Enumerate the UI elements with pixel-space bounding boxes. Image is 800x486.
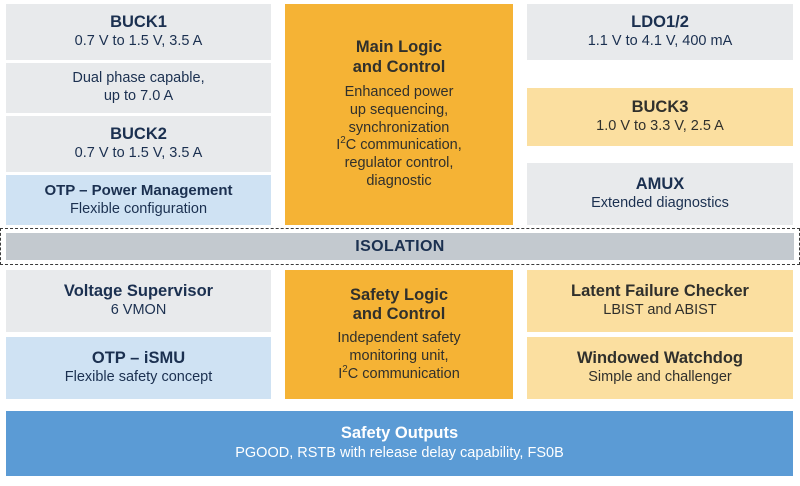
block-otp-power-management: OTP – Power Management Flexible configur… xyxy=(6,175,271,225)
otp-ismu-title: OTP – iSMU xyxy=(91,348,186,367)
safety-logic-sub-line-1: Independent safety xyxy=(337,330,461,347)
otp-power-management-title: OTP – Power Management xyxy=(44,181,233,199)
otp-ismu-subtitle: Flexible safety concept xyxy=(64,369,213,386)
block-otp-ismu: OTP – iSMU Flexible safety concept xyxy=(6,337,271,399)
ldo-title: LDO1/2 xyxy=(631,12,689,31)
block-voltage-supervisor: Voltage Supervisor 6 VMON xyxy=(6,270,271,332)
isolation-boundary: ISOLATION xyxy=(0,228,800,265)
block-latent-failure-checker: Latent Failure Checker LBIST and ABIST xyxy=(527,270,793,332)
block-dual-phase: Dual phase capable, up to 7.0 A xyxy=(6,63,271,113)
dual-phase-line-2: up to 7.0 A xyxy=(103,88,174,104)
block-buck3: BUCK3 1.0 V to 3.3 V, 2.5 A xyxy=(527,88,793,146)
windowed-watchdog-title: Windowed Watchdog xyxy=(576,348,744,367)
block-main-logic-and-control: Main Logic and Control Enhanced power up… xyxy=(285,4,513,225)
block-amux: AMUX Extended diagnostics xyxy=(527,163,793,225)
voltage-supervisor-subtitle: 6 VMON xyxy=(110,302,167,319)
block-windowed-watchdog: Windowed Watchdog Simple and challenger xyxy=(527,337,793,399)
voltage-supervisor-title: Voltage Supervisor xyxy=(63,281,214,300)
dual-phase-line-1: Dual phase capable, xyxy=(72,70,205,87)
main-logic-sub-line-3: synchronization xyxy=(348,119,450,136)
safety-logic-sub-line-3: I2C communication xyxy=(338,363,460,382)
buck2-title: BUCK2 xyxy=(110,124,167,143)
block-buck2: BUCK2 0.7 V to 1.5 V, 3.5 A xyxy=(6,116,271,172)
safety-outputs-subtitle: PGOOD, RSTB with release delay capabilit… xyxy=(235,444,564,461)
safety-outputs-title: Safety Outputs xyxy=(340,424,459,443)
otp-power-management-subtitle: Flexible configuration xyxy=(69,200,208,217)
ldo-subtitle: 1.1 V to 4.1 V, 400 mA xyxy=(587,33,733,50)
main-logic-sub-line-2: up sequencing, xyxy=(349,102,449,119)
safety-logic-title-line-1: Safety Logic xyxy=(349,285,449,304)
buck1-subtitle: 0.7 V to 1.5 V, 3.5 A xyxy=(74,33,203,50)
latent-failure-checker-title: Latent Failure Checker xyxy=(571,281,749,300)
safety-logic-sub-line-2: monitoring unit, xyxy=(349,348,449,365)
main-logic-title-line-2: and Control xyxy=(352,57,446,76)
main-logic-sub-line-1: Enhanced power xyxy=(344,84,454,101)
block-ldo: LDO1/2 1.1 V to 4.1 V, 400 mA xyxy=(527,4,793,60)
main-logic-sub-line-5: regulator control, xyxy=(344,155,454,172)
block-buck1: BUCK1 0.7 V to 1.5 V, 3.5 A xyxy=(6,4,271,60)
main-logic-sub-line-4: I2C communication, xyxy=(336,135,462,154)
buck2-subtitle: 0.7 V to 1.5 V, 3.5 A xyxy=(74,145,203,162)
amux-title: AMUX xyxy=(635,174,685,193)
amux-subtitle: Extended diagnostics xyxy=(591,195,729,212)
safety-logic-title-line-2: and Control xyxy=(352,304,446,323)
buck1-title: BUCK1 xyxy=(110,12,167,31)
main-logic-title-line-1: Main Logic xyxy=(355,38,443,57)
main-logic-sub-line-6: diagnostic xyxy=(366,172,432,189)
block-safety-outputs: Safety Outputs PGOOD, RSTB with release … xyxy=(6,411,793,476)
windowed-watchdog-subtitle: Simple and challenger xyxy=(588,369,732,386)
buck3-title: BUCK3 xyxy=(631,97,689,116)
buck3-subtitle: 1.0 V to 3.3 V, 2.5 A xyxy=(596,118,724,135)
latent-failure-checker-subtitle: LBIST and ABIST xyxy=(603,302,717,319)
block-safety-logic-and-control: Safety Logic and Control Independent saf… xyxy=(285,270,513,399)
isolation-label: ISOLATION xyxy=(6,233,794,260)
